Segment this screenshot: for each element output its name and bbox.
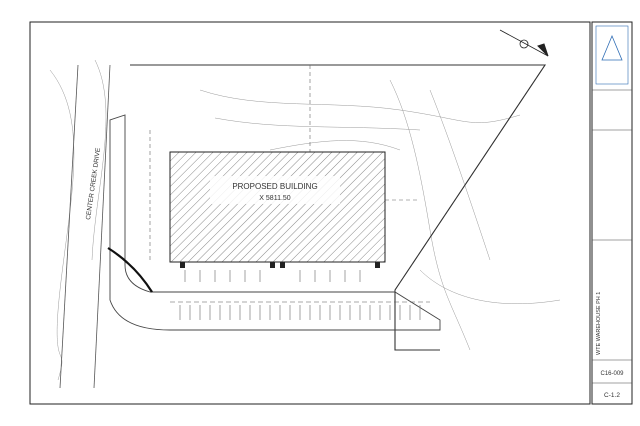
parking-lot-outline [109, 114, 441, 331]
sheet-code: C16-009 [600, 371, 624, 377]
road [59, 64, 111, 389]
project-name: WTE WAREHOUSE PH 1 [596, 292, 602, 355]
curb-line [107, 247, 153, 293]
north-arrow-icon [499, 29, 549, 57]
sheet-number: C-1.2 [604, 392, 620, 399]
easement-line [394, 64, 546, 291]
proposed-building [169, 151, 386, 263]
contour-lines [49, 59, 561, 381]
road-label: CENTER CREEK DRIVE [85, 147, 102, 221]
company-logo-icon [601, 34, 623, 61]
title-block-border [591, 21, 633, 405]
drawing-border [29, 21, 591, 405]
building-name: PROPOSED BUILDING [232, 182, 317, 191]
utility-lines [149, 65, 420, 260]
company-logo-box [595, 25, 629, 85]
parking-stalls [179, 270, 421, 320]
building-elevation: X 5811.50 [259, 195, 291, 202]
building-label-backdrop [210, 176, 340, 204]
dock-doors [180, 262, 380, 268]
